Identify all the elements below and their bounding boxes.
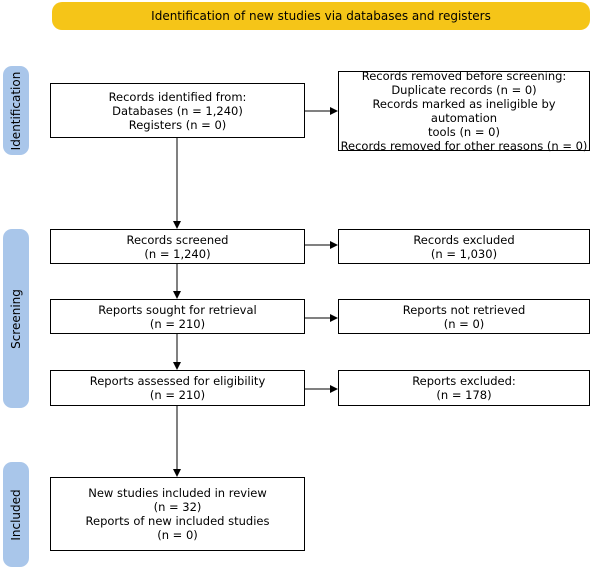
- header-title: Identification of new studies via databa…: [151, 9, 491, 23]
- box-reports-sought: Reports sought for retrieval (n = 210): [50, 299, 305, 334]
- text-line: Reports of new included studies: [85, 514, 270, 528]
- text-line: Records excluded: [413, 232, 515, 247]
- box-studies-included: New studies included in review (n = 32) …: [50, 477, 305, 551]
- text-line: Reports excluded:: [412, 374, 516, 388]
- box-records-removed: Records removed before screening: Duplic…: [338, 69, 590, 153]
- text-line: Reports not retrieved: [402, 302, 526, 317]
- box-reports-excluded: Reports excluded: (n = 178): [338, 370, 590, 406]
- text-line: (n = 0): [157, 528, 198, 542]
- box-reports-not-retrieved: Reports not retrieved (n = 0): [338, 299, 590, 334]
- text-line: Records screened: [126, 232, 229, 247]
- text-line: (n = 0): [443, 316, 485, 331]
- text-line: (n = 1,240): [144, 246, 211, 261]
- text-line: Records removed for other reasons (n = 0…: [340, 139, 588, 153]
- text-line: (n = 210): [149, 388, 206, 402]
- text-line: Records marked as ineligible by automati…: [372, 97, 556, 125]
- box-records-identified: Records identified from: Databases (n = …: [50, 83, 305, 138]
- text-line: tools (n = 0): [428, 125, 500, 139]
- header-banner: Identification of new studies via databa…: [52, 2, 590, 30]
- box-records-excluded: Records excluded (n = 1,030): [338, 229, 590, 264]
- text-line: Records removed before screening:: [361, 69, 567, 83]
- text-line: New studies included in review: [88, 486, 267, 500]
- text-line: Databases (n = 1,240): [112, 103, 243, 118]
- phase-included: Included: [3, 462, 29, 567]
- text-line: (n = 210): [149, 316, 206, 331]
- phase-identification: Identification: [3, 66, 29, 155]
- phase-screening: Screening: [3, 229, 29, 408]
- box-reports-assessed: Reports assessed for eligibility (n = 21…: [50, 370, 305, 406]
- text-line: Records identified from:: [108, 89, 247, 104]
- box-records-screened: Records screened (n = 1,240): [50, 229, 305, 264]
- text-line: (n = 178): [436, 388, 492, 402]
- text-line: (n = 1,030): [430, 246, 498, 261]
- text-line: Reports sought for retrieval: [98, 302, 257, 317]
- text-line: Duplicate records (n = 0): [391, 83, 537, 97]
- text-line: Registers (n = 0): [128, 117, 227, 132]
- text-line: Reports assessed for eligibility: [89, 374, 266, 388]
- text-line: (n = 32): [153, 500, 202, 514]
